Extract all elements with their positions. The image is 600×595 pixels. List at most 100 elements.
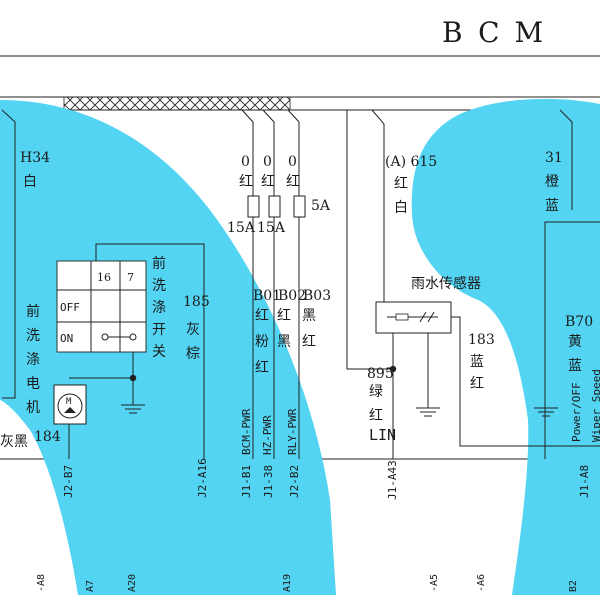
washer-motor-label-char: 涤 xyxy=(26,352,40,368)
pin-j1-a43: J1-A43 xyxy=(386,460,399,500)
left-connector-color: 白 xyxy=(23,174,37,190)
wire-184-code: 184 xyxy=(34,429,61,445)
pin-signal-power-off: Power/OFF xyxy=(570,382,583,442)
wire-184-color: 灰黑 xyxy=(0,434,28,450)
washer-switch-ground-symbol xyxy=(121,404,145,414)
pin-j2-b7: J2-B7 xyxy=(62,465,75,498)
circuit-3-color1: 黑 xyxy=(302,308,316,324)
washer-switch-col2: 7 xyxy=(127,271,134,284)
wire-185-color1: 灰 xyxy=(186,322,200,338)
highlight-region-left xyxy=(0,100,336,595)
wire-183 xyxy=(451,316,600,447)
pin-j1-38: J1-38 xyxy=(262,465,275,498)
circuit-1-color3: 红 xyxy=(255,360,269,376)
washer-switch-label: 前洗涤开关 xyxy=(152,255,166,360)
fuse-2-value: 0 xyxy=(263,154,272,170)
wire-31-color1: 橙 xyxy=(545,174,559,190)
circuit-2-color2: 黑 xyxy=(277,334,291,350)
fuse-2 xyxy=(268,195,281,218)
pin-j1-a8: J1-A8 xyxy=(578,465,591,498)
fuse-3 xyxy=(293,195,306,218)
washer-switch-label-box xyxy=(95,243,205,459)
wire-895-color2: 红 xyxy=(369,408,383,424)
bottom-pin-5: -A5 xyxy=(429,574,440,592)
bottom-pin-1: -A8 xyxy=(36,574,47,592)
wire-185-color2: 棕 xyxy=(186,346,200,362)
wire-31-code: 31 xyxy=(545,150,563,166)
wire-b70-code: B70 xyxy=(565,314,593,330)
washer-motor-symbol: M xyxy=(66,397,72,407)
fuse-3-rating: 5A xyxy=(311,198,331,214)
wire-183-code: 183 xyxy=(468,332,495,348)
washer-motor-label: 前洗涤电机 xyxy=(26,303,40,416)
washer-motor-label-char: 电 xyxy=(26,376,40,392)
fuse-3-color: 红 xyxy=(286,174,300,190)
junction-dot-895 xyxy=(389,365,397,373)
twisted-pair-hatch xyxy=(63,96,291,111)
wire-lin-feed xyxy=(346,110,393,370)
highlight-region-right xyxy=(411,98,600,595)
junction-dot-motor xyxy=(129,374,137,382)
fuse-line-1 xyxy=(241,109,254,459)
wire-615-color2: 白 xyxy=(394,200,408,216)
switch-contact-a xyxy=(101,333,109,341)
wire-b70-color2: 蓝 xyxy=(568,358,582,374)
fuse-1-value: 0 xyxy=(241,154,250,170)
pin-signal-bcm-pwr: BCM-PWR xyxy=(240,408,253,455)
sensor-ground-symbol xyxy=(416,407,440,417)
fuse-line-2 xyxy=(262,109,275,459)
fuse-1-color: 红 xyxy=(239,174,253,190)
pin-signal-hz-pwr: HZ-PWR xyxy=(261,415,274,455)
wire-615-code: (A) 615 xyxy=(385,154,437,170)
fuse-line-3 xyxy=(287,109,300,459)
rain-sensor-symbol xyxy=(387,311,438,323)
bottom-pin-6: -A6 xyxy=(476,574,487,592)
wire-183-color2: 红 xyxy=(470,376,484,392)
washer-motor-icon xyxy=(57,393,83,419)
switch-contact-b xyxy=(129,333,137,341)
washer-switch-label-text-char: 前 xyxy=(152,255,166,272)
diagram-title: BCM xyxy=(442,16,558,49)
wire-183-color1: 蓝 xyxy=(470,354,484,370)
fuse-3-value: 0 xyxy=(288,154,297,170)
washer-motor-label-char: 机 xyxy=(26,400,40,416)
wire-895-color1: 绿 xyxy=(369,384,383,400)
circuit-1-color1: 红 xyxy=(255,308,269,324)
circuit-2-color1: 红 xyxy=(277,308,291,324)
rain-sensor-element xyxy=(395,313,409,321)
pin-signal-wiper-speed: Wiper Speed xyxy=(590,369,600,442)
bottom-pin-7: B2 xyxy=(568,580,579,592)
washer-switch-col1: 16 xyxy=(97,271,111,284)
washer-motor-pump-icon xyxy=(64,407,76,413)
circuit-3-color2: 红 xyxy=(302,334,316,350)
wire-615-color1: 红 xyxy=(394,176,408,192)
wire-615 xyxy=(371,109,385,302)
washer-switch-off: OFF xyxy=(60,301,80,314)
washer-motor-label-char: 前 xyxy=(26,303,40,320)
fuse-2-color: 红 xyxy=(261,174,275,190)
wire-31-color2: 蓝 xyxy=(545,198,559,214)
washer-switch-on: ON xyxy=(60,332,73,345)
bottom-pin-2: A7 xyxy=(85,580,96,592)
bottom-pin-3: A20 xyxy=(127,574,138,592)
left-connector-code: H34 xyxy=(20,150,50,166)
fuse-1 xyxy=(247,195,260,218)
washer-switch-gridlines xyxy=(57,261,146,352)
circuit-3-code: B03 xyxy=(303,288,331,304)
circuit-2-code: B02 xyxy=(278,288,306,304)
left-connector-bracket xyxy=(1,109,16,399)
bottom-pin-4: A19 xyxy=(282,574,293,592)
pin-j1-b1: J1-B1 xyxy=(240,465,253,498)
wire-185-code: 185 xyxy=(183,294,210,310)
circuit-1-code: B01 xyxy=(253,288,281,304)
right-module-outline xyxy=(544,221,600,459)
washer-switch-label-text-char: 关 xyxy=(152,344,166,360)
washer-switch-label-text-char: 洗 xyxy=(152,278,166,294)
washer-switch-label-text-char: 开 xyxy=(152,322,166,338)
right-ground-symbol xyxy=(534,407,558,417)
wire-895-code: 895 xyxy=(367,366,394,382)
pin-j2-b2: J2-B2 xyxy=(288,465,301,498)
wire-b70-color1: 黄 xyxy=(568,333,582,350)
